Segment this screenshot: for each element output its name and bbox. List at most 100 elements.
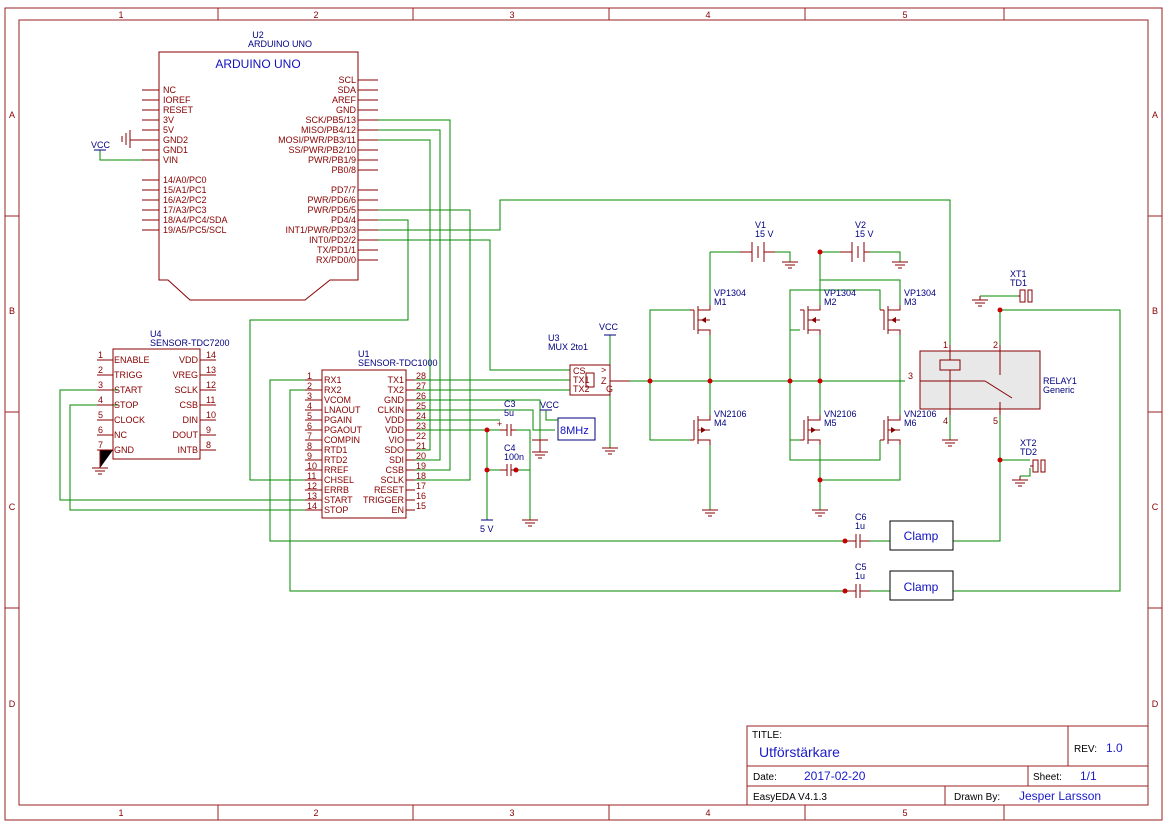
c3-plus: + <box>497 419 502 429</box>
capacitor-c6[interactable]: C6 1u <box>845 512 870 548</box>
u1-left-pin-label: RREF <box>324 465 349 475</box>
u2-right-pin-label: GND <box>336 105 357 115</box>
relay-pin-3: 3 <box>908 371 913 381</box>
u4-right-pin-number: 10 <box>206 410 216 420</box>
mosfet-value: VN2106 <box>904 409 937 419</box>
u1-right-pin-label: GND <box>384 395 405 405</box>
row-label-right-c: C <box>1152 502 1159 512</box>
arduino-uno-u2[interactable]: U2 ARDUINO UNO ARDUINO UNO NCIOREFRESET3… <box>142 30 378 301</box>
u2-ref: U2 <box>252 30 264 40</box>
capacitor-c3[interactable]: + C3 5u <box>497 399 516 436</box>
relay-relay1[interactable]: 1 2 3 4 5 RELAY1 Generic <box>908 340 1077 426</box>
u4-left-pin-number: 2 <box>98 365 103 375</box>
u1-left-pin-number: 6 <box>307 421 312 431</box>
row-label-right-a: A <box>1152 110 1158 120</box>
col-label-bottom-4: 4 <box>705 808 710 818</box>
tool-label: EasyEDA V4.1.3 <box>753 792 827 803</box>
osc-vcc-label: VCC <box>540 400 560 410</box>
u1-right-pin-number: 24 <box>416 411 426 421</box>
relay-pin-5: 5 <box>993 416 998 426</box>
rev-value: 1.0 <box>1106 741 1123 755</box>
u2-right-pin-label: SCK/PB5/13 <box>305 115 356 125</box>
xt1-ref: XT1 <box>1010 269 1027 279</box>
col-label-top-1: 1 <box>118 10 123 20</box>
voltage-source-v1[interactable]: V1 15 V <box>740 220 775 262</box>
u4-left-pin-label: ENABLE <box>114 355 150 365</box>
relay-pin-4: 4 <box>943 416 948 426</box>
mux-pin-tx2: TX2 <box>573 384 590 394</box>
relay-pin-1: 1 <box>943 340 948 350</box>
u2-left-pin-label: NC <box>163 85 176 95</box>
u1-left-pin-number: 12 <box>307 481 317 491</box>
col-label-bottom-1: 1 <box>118 808 123 818</box>
c4-ref: C4 <box>504 443 516 453</box>
u1-left-pin-label: RTD1 <box>324 445 347 455</box>
u4-left-pin-number: 3 <box>98 380 103 390</box>
transducer-xt2[interactable]: XT2 TD2 <box>1020 438 1046 473</box>
title-label: TITLE: <box>752 730 782 741</box>
mux-u3[interactable]: U3 MUX 2to1 CS TX1 TX2 Z G > <box>548 333 630 396</box>
mux-pin-tx1: TX1 <box>573 375 590 385</box>
u1-left-pin-number: 8 <box>307 441 312 451</box>
u4-right-pin-number: 12 <box>206 380 216 390</box>
rev-label: REV: <box>1074 744 1097 755</box>
c6-value: 1u <box>855 521 865 531</box>
u1-left-pin-label: START <box>324 495 353 505</box>
u1-left-pin-number: 5 <box>307 411 312 421</box>
u4-right-pin-label: VDD <box>179 355 199 365</box>
c4-value: 100n <box>504 452 524 462</box>
u4-left-pin-label: START <box>114 385 143 395</box>
capacitor-c4[interactable]: C4 100n <box>500 443 524 476</box>
u1-left-pin-number: 3 <box>307 391 312 401</box>
c6-ref: C6 <box>855 512 867 522</box>
u2-left-pin-label: 5V <box>163 125 174 135</box>
u1-right-pin-label: CLKIN <box>377 405 404 415</box>
u4-right-pin-label: CSB <box>179 400 198 410</box>
u2-right-pin-label: PD7/7 <box>331 185 356 195</box>
v2-ref: V2 <box>855 220 866 230</box>
mosfet-ref: M3 <box>904 297 917 307</box>
u3-ref: U3 <box>548 333 560 343</box>
u2-left-pin-label: 17/A3/PC3 <box>163 205 207 215</box>
ground-icon <box>892 261 908 269</box>
u2-right-pin-label: INT1/PWR/PD3/3 <box>285 225 356 235</box>
u1-left-pin-label: RX1 <box>324 375 342 385</box>
u1-right-pin-number: 25 <box>416 401 426 411</box>
c3-value: 5u <box>504 408 514 418</box>
ground-icon <box>782 261 798 269</box>
u1-right-pin-number: 28 <box>416 371 426 381</box>
clamp-bottom[interactable]: Clamp <box>889 570 954 601</box>
xt1-value: TD1 <box>1010 278 1027 288</box>
u2-right-pin-label: PD4/4 <box>331 215 356 225</box>
u1-left-pin-label: PGAOUT <box>324 425 363 435</box>
col-label-top-2: 2 <box>313 10 318 20</box>
capacitor-c5[interactable]: C5 1u <box>845 562 870 598</box>
u1-left-pin-label: STOP <box>324 505 348 515</box>
voltage-source-v2[interactable]: V2 15 V <box>840 220 874 262</box>
transducer-xt1[interactable]: XT1 TD1 <box>1010 269 1033 303</box>
u1-right-pin-label: CSB <box>385 465 404 475</box>
u1-right-pin-label: TX1 <box>387 375 404 385</box>
clamp-top[interactable]: Clamp <box>889 520 954 551</box>
u1-right-pin-label: SDI <box>389 455 404 465</box>
relay-ref: RELAY1 <box>1043 376 1077 386</box>
u1-right-pin-number: 22 <box>416 431 426 441</box>
u4-left-pin-number: 6 <box>98 425 103 435</box>
date-value: 2017-02-20 <box>804 769 866 783</box>
u2-right-pin-label: SS/PWR/PB2/10 <box>288 145 356 155</box>
oscillator-8mhz[interactable]: 8MHz VCC <box>540 400 596 441</box>
u2-right-pin-label: INT0/PD2/2 <box>309 235 356 245</box>
u2-left-pin-label: 18/A4/PC4/SDA <box>163 215 228 225</box>
u1-right-pin-label: VIO <box>388 435 404 445</box>
ground-icon <box>121 130 142 148</box>
